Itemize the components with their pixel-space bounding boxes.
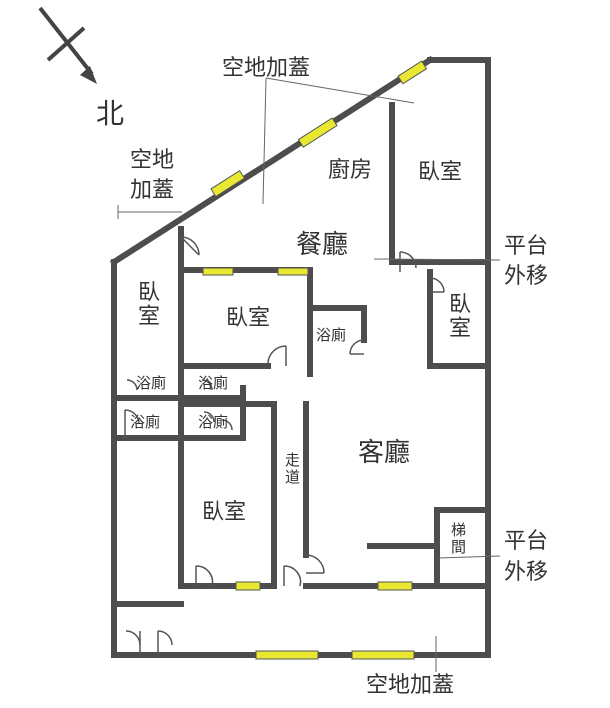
room-bath-w1: 浴廁	[136, 374, 167, 392]
leader-lines	[117, 77, 501, 672]
doors	[124, 236, 445, 655]
room-bath-center: 浴廁	[316, 326, 347, 344]
room-bedroom-west: 臥室	[134, 280, 159, 328]
annotation-top: 空地加蓋	[222, 56, 311, 81]
compass-arrow	[38, 6, 97, 84]
annotation-platform-upper-2: 外移	[504, 264, 549, 289]
room-bedroom-south: 臥室	[202, 500, 247, 525]
annotation-platform-lower-1: 平台	[504, 529, 549, 554]
annotation-left-line1: 空地	[130, 148, 175, 173]
annotation-platform-upper-1: 平台	[504, 234, 549, 259]
room-bath-w3: 浴廁	[130, 413, 161, 431]
room-bath-w4: 浴廁	[198, 413, 229, 431]
room-corridor: 走道	[283, 452, 301, 486]
room-bedroom-center: 臥室	[226, 306, 271, 331]
room-bedroom-east: 臥室	[445, 292, 470, 340]
room-dining: 餐廳	[296, 230, 349, 260]
room-bedroom-ne: 臥室	[418, 160, 463, 185]
compass-label: 北	[96, 97, 125, 130]
room-kitchen: 廚房	[328, 158, 373, 183]
annotation-left-line2: 加蓋	[130, 178, 175, 203]
room-living: 客廳	[358, 438, 411, 468]
room-stair: 梯間	[449, 522, 467, 556]
windows	[202, 60, 428, 660]
room-bath-w2: 浴廁	[198, 374, 229, 392]
annotation-platform-lower-2: 外移	[504, 560, 549, 585]
annotation-bottom: 空地加蓋	[366, 673, 455, 698]
